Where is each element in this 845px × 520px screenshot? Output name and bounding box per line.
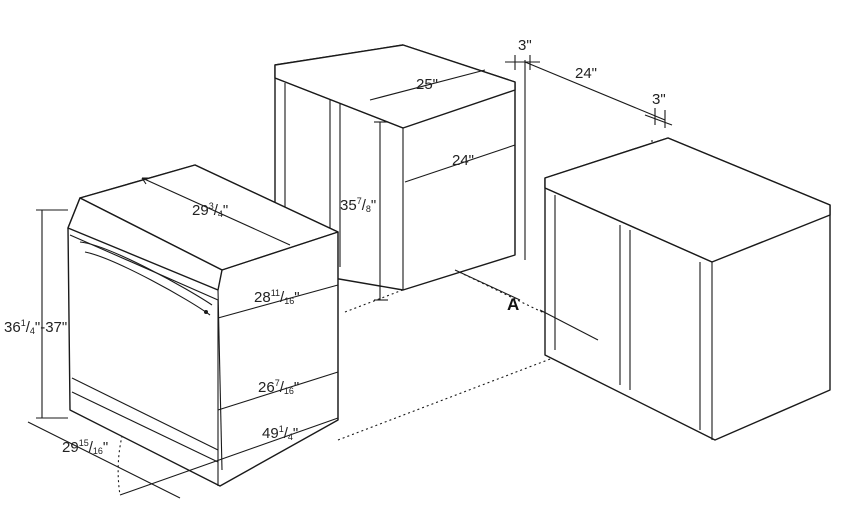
- label-door-open-2: 267/16": [258, 378, 299, 396]
- label-width: 2915/16": [62, 438, 108, 456]
- label-cabinet-depth-mid: 24": [452, 152, 474, 169]
- label-door-open-1: 2811/16": [254, 288, 300, 306]
- label-height-range: 361/4"-37": [4, 318, 67, 336]
- label-total-depth: 491/4": [262, 424, 298, 442]
- label-marker-a: A: [507, 295, 519, 314]
- label-cabinet-height: 357/8": [340, 196, 376, 214]
- dimension-lines: [27, 55, 673, 499]
- label-gap-span: 24": [575, 65, 597, 82]
- label-gap-top: 3": [518, 37, 532, 54]
- back-cabinet: [274, 44, 526, 291]
- right-cabinet: [544, 137, 831, 441]
- dimension-labels: 293/4" 361/4"-37" 357/8" 25" 24" 3" 24" …: [4, 37, 666, 456]
- label-cabinet-depth-top: 25": [416, 76, 438, 93]
- dishwasher-unit: [67, 164, 339, 487]
- label-top-depth: 293/4": [192, 201, 228, 219]
- label-gap-right: 3": [652, 91, 666, 108]
